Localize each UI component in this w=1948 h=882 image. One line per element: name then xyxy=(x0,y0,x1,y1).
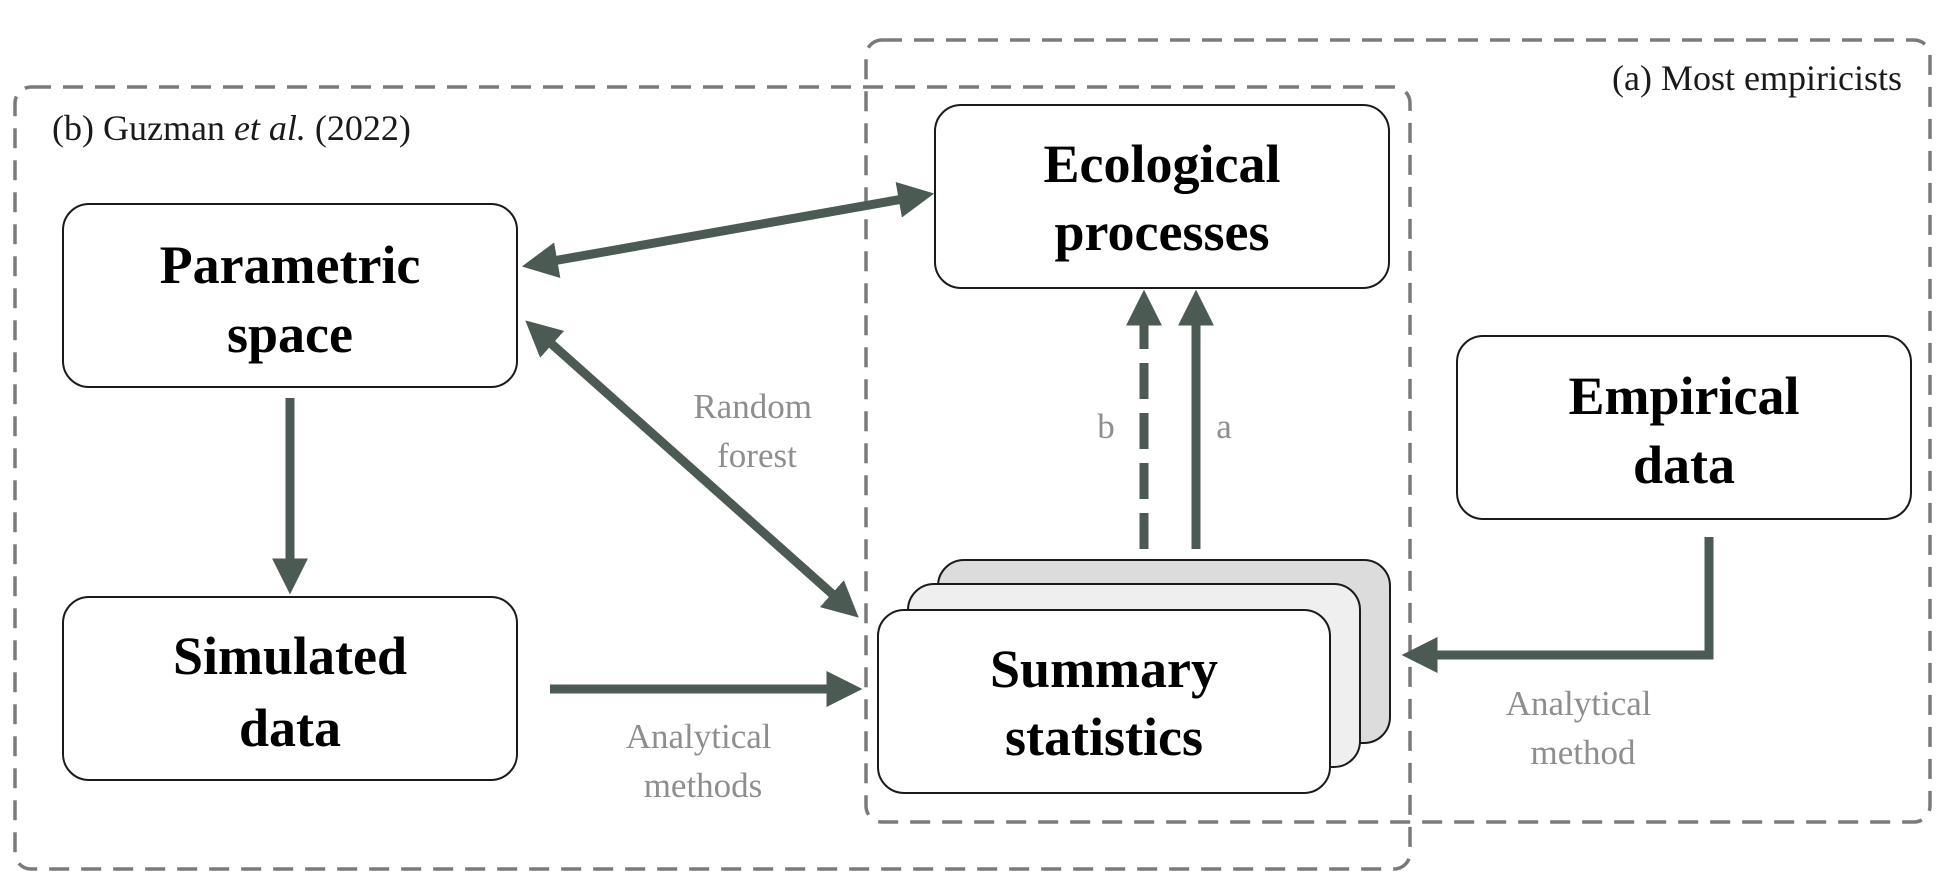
node-label-line2: processes xyxy=(1055,202,1270,262)
node-label-line2: statistics xyxy=(1005,707,1203,767)
arrow-parametric-summary xyxy=(525,320,859,618)
node-label-line2: data xyxy=(1633,435,1735,495)
node-simulated-data: Simulated data xyxy=(62,596,518,781)
edge-label-a: a xyxy=(1216,407,1232,446)
frame-guzman xyxy=(13,85,1412,871)
node-label-line1: Parametric xyxy=(160,235,421,295)
node-summary-statistics-stack: Summary statistics xyxy=(877,559,1391,794)
arrow-empirical-summary xyxy=(1401,537,1714,673)
edge-label-analytical-methods: Analytical methods xyxy=(626,717,781,805)
edge-label-analytical-method: Analytical method xyxy=(1506,684,1661,772)
node-label-line1: Simulated xyxy=(173,626,407,686)
frame-label-empiricists: (a) Most empiricists xyxy=(1612,58,1902,98)
frame-empiricists xyxy=(864,38,1932,824)
node-label-line1: Empirical xyxy=(1569,366,1800,426)
node-label-line2: space xyxy=(227,304,353,364)
node-label-line2: data xyxy=(239,698,341,758)
arrow-parametric-ecological xyxy=(521,182,935,278)
node-label-line1: Summary xyxy=(990,639,1218,699)
node-ecological-processes: Ecological processes xyxy=(934,104,1390,289)
node-summary-statistics xyxy=(877,609,1331,794)
node-parametric-space: Parametric space xyxy=(62,203,518,388)
edge-label-b: b xyxy=(1097,407,1115,446)
node-label-line1: Ecological xyxy=(1044,134,1281,194)
node-empirical-data: Empirical data xyxy=(1456,335,1912,520)
frame-label-guzman: (b) Guzman et al. (2022) xyxy=(52,108,411,148)
edge-label-random-forest: Random forest xyxy=(693,387,820,475)
